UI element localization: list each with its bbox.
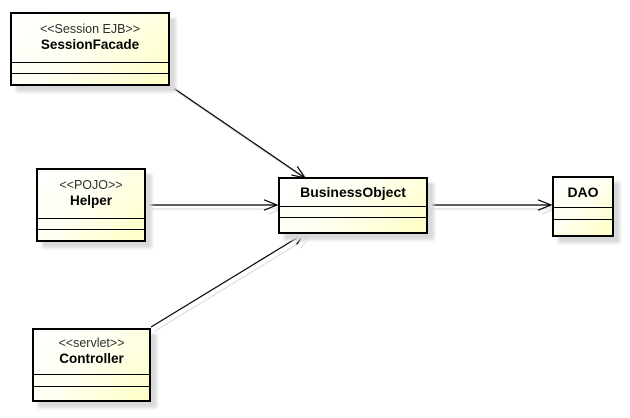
stereotype-label: <<POJO>> [59,177,123,192]
edge-SessionFacade-to-BusinessObject [168,84,307,179]
edge-line [168,84,306,179]
class-name: Helper [69,193,113,209]
class-header: <<servlet>> Controller [34,330,149,374]
class-header: BusinessObject [280,179,426,206]
stereotype-label: <<Session EJB>> [39,21,141,36]
edge-Controller-to-BusinessObject [150,232,307,328]
class-header: <<Session EJB>> SessionFacade [12,14,168,62]
attributes-compartment [554,207,612,219]
edge-Helper-to-BusinessObject [146,199,279,211]
edge-shadow-SessionFacade-to-BusinessObject [172,88,311,183]
edge-line [172,88,310,183]
class-header: <<POJO>> Helper [38,170,144,218]
class-name: Controller [59,351,124,367]
attributes-compartment [280,206,426,217]
arrowhead-icon [295,236,311,249]
operations-compartment [38,229,144,240]
arrowhead-icon [263,199,279,211]
operations-compartment [280,217,426,232]
edge-line [154,236,310,332]
class-name: SessionFacade [40,37,140,53]
operations-compartment [34,386,149,400]
attributes-compartment [38,218,144,229]
class-session-facade: <<Session EJB>> SessionFacade [10,12,170,86]
operations-compartment [12,73,168,84]
operations-compartment [554,219,612,235]
edge-BusinessObject-to-DAO [428,199,553,211]
edge-shadow-Controller-to-BusinessObject [154,236,311,332]
class-dao: DAO [552,176,614,237]
edge-line [150,232,306,328]
class-header: DAO [554,178,612,207]
class-name: BusinessObject [300,183,406,200]
class-helper: <<POJO>> Helper [36,168,146,242]
class-business-object: BusinessObject [278,177,428,234]
attributes-compartment [34,374,149,386]
class-name: DAO [567,183,599,200]
stereotype-label: <<servlet>> [58,335,125,350]
arrowhead-icon [537,199,553,211]
class-controller: <<servlet>> Controller [32,328,151,402]
attributes-compartment [12,62,168,73]
